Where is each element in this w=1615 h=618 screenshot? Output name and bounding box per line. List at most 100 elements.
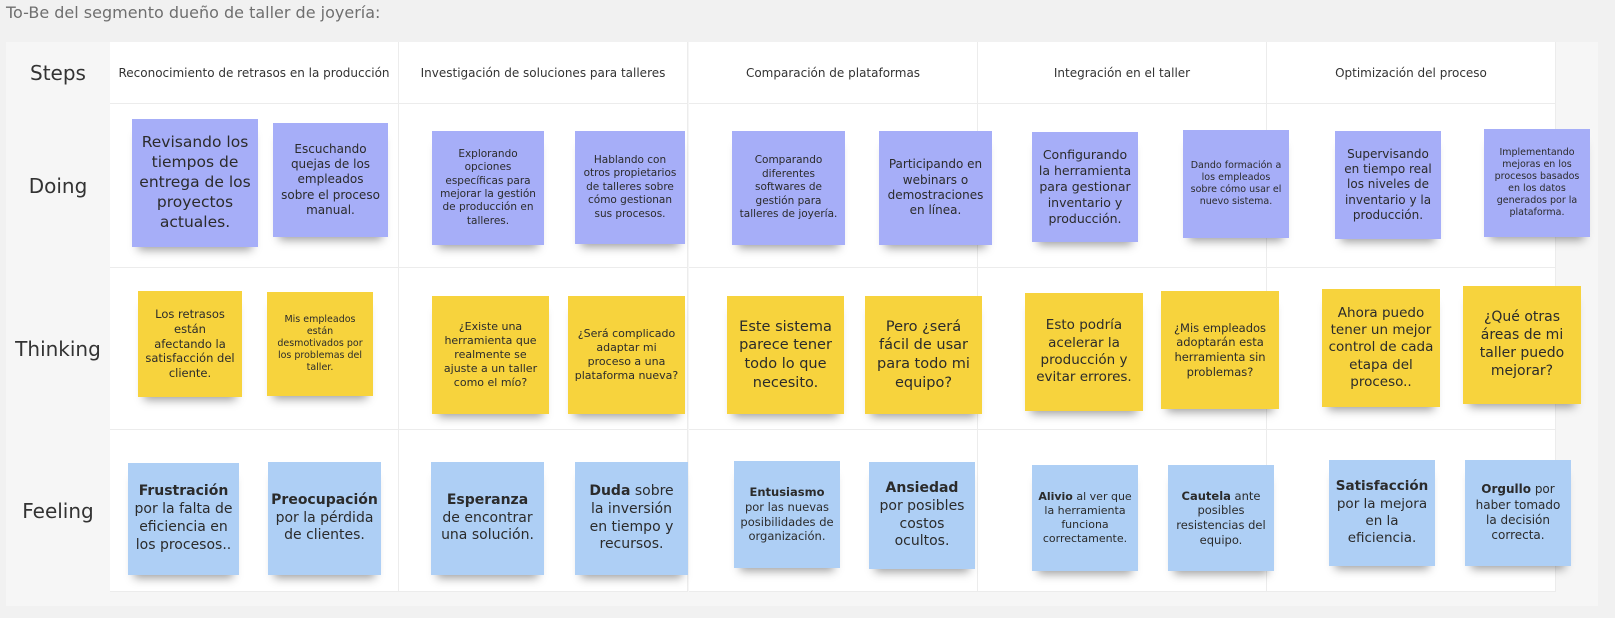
sticky-note-text: ante posibles resistencias del equipo. (1176, 488, 1266, 547)
steps-cell: Comparación de plataformas (689, 42, 978, 104)
thinking-sticky-note[interactable]: Este sistema parece tener todo lo que ne… (727, 296, 844, 414)
sticky-note-content: Alivio al ver que la herramienta funcion… (1038, 490, 1132, 546)
doing-sticky-note[interactable]: Dando formación a los empleados sobre có… (1183, 130, 1289, 238)
steps-cell: Optimización del proceso (1267, 42, 1556, 104)
steps-cell: Integración en el taller (978, 42, 1267, 104)
sticky-note-text: por las nuevas posibilidades de organiza… (740, 499, 834, 544)
sticky-note-content: Preocupación por la pérdida de clientes. (271, 492, 378, 546)
sticky-note-text: Mis empleados están desmotivados por los… (277, 313, 363, 374)
sticky-note-text: ¿Será complicado adaptar mi proceso a un… (574, 326, 679, 383)
sticky-note-text: Explorando opciones específicas para mej… (440, 147, 536, 227)
doing-sticky-note[interactable]: Revisando los tiempos de entrega de los … (132, 119, 258, 247)
sticky-note-content: ¿Mis empleados adoptarán esta herramient… (1167, 321, 1273, 380)
sticky-note-content: Mis empleados están desmotivados por los… (273, 314, 367, 375)
sticky-note-text: Hablando con otros propietarios de talle… (583, 153, 677, 220)
sticky-note-content: Duda sobre la inversión en tiempo y recu… (581, 483, 682, 555)
sticky-note-content: Supervisando en tiempo real los niveles … (1341, 147, 1435, 224)
sticky-note-text: Escuchando quejas de los empleados sobre… (281, 141, 380, 218)
row-label-feeling: Feeling (6, 430, 110, 592)
sticky-note-text: sobre la inversión en tiempo y recursos. (589, 482, 674, 553)
feeling-emotion: Alivio (1038, 489, 1073, 503)
step-title: Reconocimiento de retrasos en la producc… (118, 65, 390, 80)
sticky-note-text: por la mejora en la eficiencia. (1336, 495, 1428, 547)
doing-sticky-note[interactable]: Implementando mejoras en los procesos ba… (1484, 129, 1590, 237)
sticky-note-text: de encontrar una solución. (441, 509, 534, 544)
doing-sticky-note[interactable]: Configurando la herramienta para gestion… (1032, 132, 1138, 242)
feeling-sticky-note[interactable]: Cautela ante posibles resistencias del e… (1168, 465, 1274, 571)
doing-sticky-note[interactable]: Explorando opciones específicas para mej… (432, 131, 544, 245)
row-label-thinking: Thinking (6, 268, 110, 430)
sticky-note-content: Dando formación a los empleados sobre có… (1189, 160, 1283, 209)
feeling-sticky-note[interactable]: Alivio al ver que la herramienta funcion… (1032, 465, 1138, 571)
doing-sticky-note[interactable]: Supervisando en tiempo real los niveles … (1335, 131, 1441, 239)
feeling-sticky-note[interactable]: Frustración por la falta de eficiencia e… (128, 463, 239, 575)
feeling-sticky-note[interactable]: Satisfacción por la mejora en la eficien… (1329, 460, 1435, 566)
feeling-sticky-note[interactable]: Esperanza de encontrar una solución. (431, 462, 544, 575)
step-title: Comparación de plataformas (745, 65, 921, 80)
thinking-sticky-note[interactable]: Pero ¿será fácil de usar para todo mi eq… (865, 296, 982, 414)
doing-sticky-note[interactable]: Escuchando quejas de los empleados sobre… (273, 123, 388, 237)
feeling-sticky-note[interactable]: Ansiedad por posibles costos ocultos. (869, 462, 975, 569)
sticky-note-content: ¿Existe una herramienta que realmente se… (438, 320, 543, 390)
sticky-note-text: Configurando la herramienta para gestion… (1038, 147, 1132, 226)
steps-cell: Reconocimiento de retrasos en la producc… (110, 42, 399, 104)
sticky-note-text: Implementando mejoras en los procesos ba… (1494, 146, 1580, 219)
sticky-note-text: Esto podría acelerar la producción y evi… (1036, 317, 1132, 386)
thinking-sticky-note[interactable]: ¿Existe una herramienta que realmente se… (432, 296, 549, 414)
doing-sticky-note[interactable]: Hablando con otros propietarios de talle… (575, 131, 685, 244)
sticky-note-content: Frustración por la falta de eficiencia e… (134, 483, 233, 555)
page-title: To-Be del segmento dueño de taller de jo… (6, 3, 381, 22)
feeling-sticky-note[interactable]: Duda sobre la inversión en tiempo y recu… (575, 462, 688, 575)
sticky-note-content: ¿Será complicado adaptar mi proceso a un… (574, 327, 679, 383)
thinking-sticky-note[interactable]: ¿Será complicado adaptar mi proceso a un… (568, 296, 685, 414)
row-label-doing: Doing (6, 104, 110, 268)
sticky-note-content: Satisfacción por la mejora en la eficien… (1335, 478, 1429, 547)
sticky-note-content: Entusiasmo por las nuevas posibilidades … (740, 485, 834, 544)
feeling-emotion: Preocupación (271, 491, 378, 508)
sticky-note-text: Participando en webinars o demostracione… (887, 157, 984, 218)
row-label-steps: Steps (6, 42, 110, 104)
sticky-note-content: Pero ¿será fácil de usar para todo mi eq… (871, 318, 976, 392)
steps-cell: Investigación de soluciones para tallere… (399, 42, 688, 104)
sticky-note-text: por la falta de eficiencia en los proces… (134, 501, 233, 553)
sticky-note-content: Participando en webinars o demostracione… (885, 157, 986, 218)
sticky-note-content: Cautela ante posibles resistencias del e… (1174, 489, 1268, 548)
sticky-note-text: Pero ¿será fácil de usar para todo mi eq… (877, 318, 970, 391)
sticky-note-content: Escuchando quejas de los empleados sobre… (279, 142, 382, 219)
step-title: Investigación de soluciones para tallere… (420, 65, 666, 80)
sticky-note-text: Comparando diferentes softwares de gesti… (739, 154, 838, 221)
sticky-note-content: Revisando los tiempos de entrega de los … (138, 133, 252, 232)
thinking-sticky-note[interactable]: ¿Mis empleados adoptarán esta herramient… (1161, 291, 1279, 409)
sticky-note-content: Orgullo por haber tomado la decisión cor… (1471, 482, 1565, 543)
sticky-note-text: ¿Qué otras áreas de mi taller puedo mejo… (1479, 309, 1565, 379)
feeling-sticky-note[interactable]: Entusiasmo por las nuevas posibilidades … (734, 461, 840, 568)
thinking-sticky-note[interactable]: Los retrasos están afectando la satisfac… (138, 291, 242, 397)
thinking-sticky-note[interactable]: ¿Qué otras áreas de mi taller puedo mejo… (1463, 286, 1581, 404)
sticky-note-content: Hablando con otros propietarios de talle… (581, 154, 679, 221)
sticky-note-content: Implementando mejoras en los procesos ba… (1490, 147, 1584, 220)
doing-sticky-note[interactable]: Comparando diferentes softwares de gesti… (732, 131, 845, 245)
sticky-note-content: Ahora puedo tener un mejor control de ca… (1328, 305, 1434, 391)
sticky-note-text: al ver que la herramienta funciona corre… (1042, 489, 1132, 546)
sticky-note-text: por la pérdida de clientes. (275, 509, 374, 544)
sticky-note-text: ¿Mis empleados adoptarán esta herramient… (1173, 320, 1267, 379)
sticky-note-content: Comparando diferentes softwares de gesti… (738, 154, 839, 221)
sticky-note-text: Ahora puedo tener un mejor control de ca… (1328, 304, 1434, 390)
sticky-note-content: Esperanza de encontrar una solución. (437, 492, 538, 546)
thinking-sticky-note[interactable]: Esto podría acelerar la producción y evi… (1025, 293, 1143, 411)
sticky-note-text: Supervisando en tiempo real los niveles … (1344, 146, 1432, 223)
feeling-sticky-note[interactable]: Orgullo por haber tomado la decisión cor… (1465, 460, 1571, 566)
thinking-sticky-note[interactable]: Ahora puedo tener un mejor control de ca… (1322, 289, 1440, 407)
doing-sticky-note[interactable]: Participando en webinars o demostracione… (879, 131, 992, 245)
sticky-note-text: ¿Existe una herramienta que realmente se… (443, 319, 538, 390)
sticky-note-content: Explorando opciones específicas para mej… (438, 148, 538, 229)
sticky-note-content: Esto podría acelerar la producción y evi… (1031, 317, 1137, 386)
thinking-sticky-note[interactable]: Mis empleados están desmotivados por los… (267, 292, 373, 396)
feeling-emotion: Orgullo (1481, 482, 1531, 497)
feeling-sticky-note[interactable]: Preocupación por la pérdida de clientes. (268, 462, 381, 575)
sticky-note-text: Revisando los tiempos de entrega de los … (139, 133, 251, 231)
sticky-note-text: Este sistema parece tener todo lo que ne… (739, 318, 832, 391)
sticky-note-text: Los retrasos están afectando la satisfac… (145, 307, 235, 381)
feeling-emotion: Duda (589, 482, 631, 499)
step-title: Optimización del proceso (1335, 65, 1487, 80)
